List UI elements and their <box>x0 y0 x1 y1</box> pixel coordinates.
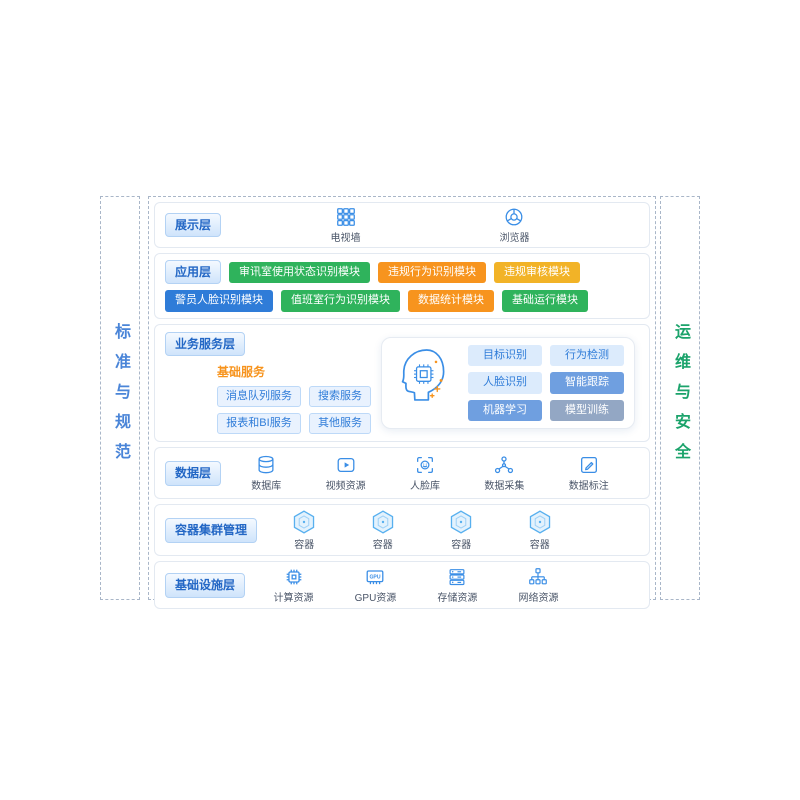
ai-tag-smart-tracking: 智能跟踪 <box>550 372 624 394</box>
database-icon <box>258 456 274 474</box>
presentation-content: 电视墙 浏览器 <box>221 206 639 244</box>
basic-services-title: 基础服务 <box>217 364 266 379</box>
standards-band-label: 标准与规范 <box>112 323 129 473</box>
module-violation-review: 违规审核模块 <box>494 261 581 283</box>
container-item-4: 容器 <box>527 509 553 551</box>
ai-tags-grid: 目标识别 行为检测 人脸识别 智能跟踪 机器学习 模型训练 <box>468 345 624 421</box>
data-collection-icon <box>495 456 514 474</box>
basic-services-group: 基础服务 消息队列服务 搜索服务 报表和BI服务 其他服务 <box>217 363 371 435</box>
container-cluster-layer: 容器集群管理 容器 容器 <box>154 504 650 557</box>
infrastructure-content: 计算资源 GPU GPU资源 <box>245 566 639 604</box>
application-row-2: 警员人脸识别模块 值班室行为识别模块 数据统计模块 基础运行模块 <box>165 290 639 312</box>
service-search: 搜索服务 <box>309 385 371 408</box>
presentation-layer-label: 展示层 <box>165 212 222 238</box>
standards-band: 标准与规范 <box>100 196 140 600</box>
network-resource-item: 网络资源 <box>518 566 558 604</box>
video-icon <box>337 458 355 473</box>
ai-tag-model-training: 模型训练 <box>550 399 624 421</box>
ai-tag-behavior-detection: 行为检测 <box>550 345 624 367</box>
data-annotation-icon <box>580 457 597 474</box>
data-layer: 数据层 数据库 <box>154 447 650 500</box>
service-report-bi: 报表和BI服务 <box>217 413 301 435</box>
module-interrogation-room-status: 审讯室使用状态识别模块 <box>229 261 371 283</box>
application-layer-label: 应用层 <box>165 260 222 285</box>
business-service-layer: 业务服务层 基础服务 消息队列服务 搜索服务 报表和BI服务 其他服务 <box>154 323 650 443</box>
network-icon <box>529 568 548 585</box>
database-item: 数据库 <box>251 454 281 492</box>
compute-resource-label: 计算资源 <box>273 593 314 605</box>
module-duty-room-behavior: 值班室行为识别模块 <box>281 290 400 312</box>
storage-resource-item: 存储资源 <box>437 566 477 604</box>
data-collection-label: 数据采集 <box>484 481 525 493</box>
container-cluster-label: 容器集群管理 <box>165 518 258 543</box>
storage-resource-label: 存储资源 <box>437 593 478 605</box>
infrastructure-layer-label: 基础设施层 <box>165 573 246 598</box>
module-basic-operation: 基础运行模块 <box>502 290 588 312</box>
service-message-queue: 消息队列服务 <box>217 385 301 408</box>
container-label: 容器 <box>451 540 472 552</box>
video-resource-item: 视频资源 <box>326 454 366 492</box>
container-label: 容器 <box>372 540 393 552</box>
face-scan-icon <box>417 457 433 474</box>
data-annotation-label: 数据标注 <box>568 481 609 493</box>
data-layer-content: 数据库 视频资源 <box>221 454 639 492</box>
data-layer-label: 数据层 <box>165 461 222 486</box>
tv-wall-icon <box>336 208 355 226</box>
cpu-icon <box>286 570 301 585</box>
layers-panel: 展示层 电视墙 <box>148 196 656 610</box>
operations-security-band: 运维与安全 <box>660 196 700 600</box>
container-hexagon-icon <box>294 510 315 534</box>
basic-services-grid: 消息队列服务 搜索服务 报表和BI服务 其他服务 <box>217 385 371 435</box>
ai-head-chip-icon <box>401 349 445 401</box>
operations-security-band-label: 运维与安全 <box>672 323 689 473</box>
infrastructure-layer: 基础设施层 计算资源 <box>154 561 650 610</box>
application-layer: 应用层 审讯室使用状态识别模块 违规行为识别模块 违规审核模块 警员人脸识别模块… <box>154 253 650 319</box>
browser-icon <box>506 208 523 226</box>
container-label: 容器 <box>294 540 315 552</box>
ai-capabilities-box: 目标识别 行为检测 人脸识别 智能跟踪 机器学习 模型训练 <box>381 336 635 429</box>
basic-services-column: 业务服务层 基础服务 消息队列服务 搜索服务 报表和BI服务 其他服务 <box>165 331 371 435</box>
module-officer-face-recognition: 警员人脸识别模块 <box>165 290 273 312</box>
container-cluster-content: 容器 容器 容器 <box>257 509 639 551</box>
tv-wall-label: 电视墙 <box>330 233 361 244</box>
container-label: 容器 <box>529 540 550 552</box>
data-collection-item: 数据采集 <box>484 454 524 492</box>
face-library-label: 人脸库 <box>409 481 440 493</box>
gpu-resource-item: GPU GPU资源 <box>354 566 397 605</box>
gpu-chip-text: GPU <box>370 575 381 581</box>
container-item-2: 容器 <box>370 509 396 551</box>
container-hexagon-icon <box>529 510 550 534</box>
container-hexagon-icon <box>372 510 393 534</box>
container-item-1: 容器 <box>291 509 317 551</box>
ai-tag-machine-learning: 机器学习 <box>468 399 542 421</box>
presentation-layer: 展示层 电视墙 <box>154 202 650 248</box>
face-library-item: 人脸库 <box>410 454 440 492</box>
tv-wall-item: 电视墙 <box>331 206 361 244</box>
browser-label: 浏览器 <box>499 233 530 244</box>
network-resource-label: 网络资源 <box>518 593 559 605</box>
container-hexagon-icon <box>451 510 472 534</box>
service-other: 其他服务 <box>309 413 371 435</box>
database-label: 数据库 <box>251 481 282 493</box>
module-data-statistics: 数据统计模块 <box>408 290 494 312</box>
module-violation-behavior: 违规行为识别模块 <box>378 261 487 283</box>
ai-tag-target-recognition: 目标识别 <box>468 345 542 367</box>
gpu-resource-label: GPU资源 <box>354 593 397 605</box>
business-service-layer-label: 业务服务层 <box>165 331 246 356</box>
application-row-1: 应用层 审讯室使用状态识别模块 违规行为识别模块 违规审核模块 <box>165 260 639 285</box>
gpu-icon: GPU <box>367 570 384 585</box>
ai-tag-face-recognition: 人脸识别 <box>468 372 542 394</box>
storage-icon <box>449 569 465 586</box>
browser-item: 浏览器 <box>499 206 529 244</box>
container-item-3: 容器 <box>448 509 474 551</box>
video-resource-label: 视频资源 <box>325 481 366 493</box>
data-annotation-item: 数据标注 <box>569 454 609 492</box>
compute-resource-item: 计算资源 <box>274 566 314 604</box>
